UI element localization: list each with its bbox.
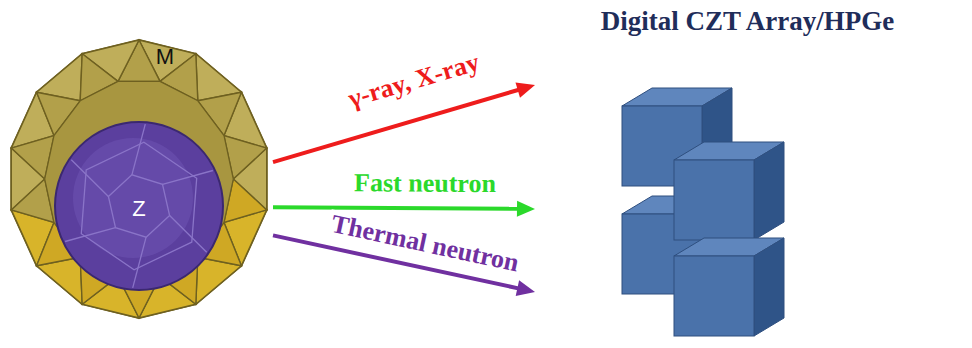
cube-side <box>754 142 784 240</box>
cube-front <box>674 160 754 240</box>
detector-array: Digital CZT Array/HPGe <box>535 6 960 342</box>
core-facet-edge <box>163 171 213 185</box>
detector-array-illustration <box>535 6 960 342</box>
core-facet-edge <box>133 237 146 288</box>
core-facet-edge <box>132 124 145 175</box>
core-facet-edge <box>170 216 207 253</box>
arrow-shaft <box>273 207 519 209</box>
arrow-head <box>516 82 536 97</box>
core-facet-edge <box>71 160 108 197</box>
radiation-arrow <box>273 201 535 217</box>
node-label: M <box>5 44 273 70</box>
shell-sphere: M Z <box>5 38 273 320</box>
arrow-head <box>516 280 535 296</box>
cube-side <box>754 238 784 336</box>
shell-outline <box>11 40 266 318</box>
core-facet-edge <box>65 228 115 242</box>
core-sphere: Z <box>53 120 225 292</box>
node-label: Z <box>53 196 225 222</box>
arrow-head <box>517 201 535 217</box>
cube-front <box>674 256 754 336</box>
detector-cubes <box>622 88 784 336</box>
array-title: Digital CZT Array/HPGe <box>535 6 960 37</box>
arrow-label: Fast neutron <box>351 169 499 199</box>
